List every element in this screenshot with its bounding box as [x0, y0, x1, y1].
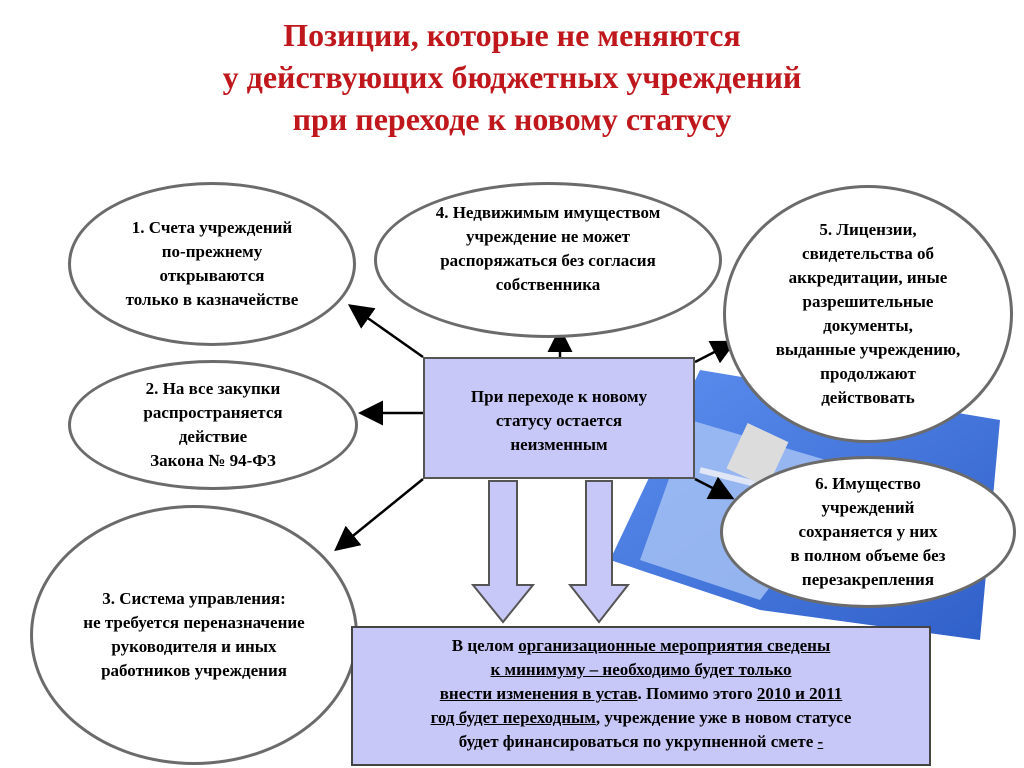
oval-item-3: 3. Система управления: не требуется пере…	[30, 505, 358, 765]
block-arrow-left	[470, 480, 536, 624]
summary-l3b: . Помимо этого	[637, 684, 757, 703]
summary-box: В целом организационные мероприятия свед…	[351, 626, 931, 766]
item-1-text: 1. Счета учреждений по-прежнему открываю…	[125, 218, 299, 309]
summary-line-4: год будет переходным, учреждение уже в н…	[353, 706, 929, 730]
arrow-to-item6	[694, 476, 735, 500]
summary-l4a: год будет переходным	[430, 708, 596, 727]
title-line-3: при переходе к новому статусу	[292, 101, 732, 137]
block-arrow-right	[567, 480, 631, 624]
oval-item-1: 1. Счета учреждений по-прежнему открываю…	[68, 182, 356, 346]
summary-l1a: В целом	[451, 636, 519, 655]
item-6-text: 6. Имущество учреждений сохраняется у ни…	[790, 474, 946, 589]
oval-item-6: 6. Имущество учреждений сохраняется у ни…	[720, 456, 1016, 608]
item-2-text: 2. На все закупки распространяется дейст…	[143, 379, 283, 470]
center-box: При переходе к новому статусу остается н…	[423, 357, 695, 479]
arrow-to-item5	[694, 340, 737, 364]
summary-line-2: к минимуму – необходимо будет только	[353, 658, 929, 682]
item-4-text: 4. Недвижимым имуществом учреждение не м…	[435, 203, 661, 294]
oval-item-2: 2. На все закупки распространяется дейст…	[68, 360, 358, 490]
center-box-text: При переходе к новому статусу остается н…	[470, 387, 648, 454]
oval-item-4: 4. Недвижимым имуществом учреждение не м…	[374, 182, 722, 338]
summary-l5a: будет финансироваться по укрупненной сме…	[458, 732, 818, 751]
summary-l1b: организационные мероприятия сведены	[518, 636, 831, 655]
item-5-text: 5. Лицензии, свидетельства об аккредитац…	[775, 220, 961, 407]
item-3-text: 3. Система управления: не требуется пере…	[83, 589, 305, 680]
summary-line-3: внести изменения в устав. Помимо этого 2…	[353, 682, 929, 706]
oval-item-5: 5. Лицензии, свидетельства об аккредитац…	[723, 185, 1013, 443]
summary-l2: к минимуму – необходимо будет только	[490, 660, 792, 679]
arrow-to-item3	[334, 478, 424, 552]
summary-l3a: внести изменения в устав	[439, 684, 638, 703]
summary-line-5: будет финансироваться по укрупненной сме…	[353, 730, 929, 754]
summary-l5b: -	[817, 732, 824, 751]
arrow-to-item1	[347, 304, 424, 359]
title-line-2: у действующих бюджетных учреждений	[222, 59, 802, 95]
summary-l3c: 2010 и 2011	[756, 684, 843, 703]
page-title: Позиции, которые не меняются у действующ…	[0, 14, 1024, 140]
summary-line-1: В целом организационные мероприятия свед…	[353, 634, 929, 658]
summary-l4b: , учреждение уже в новом статусе	[595, 708, 852, 727]
title-line-1: Позиции, которые не меняются	[283, 17, 741, 53]
